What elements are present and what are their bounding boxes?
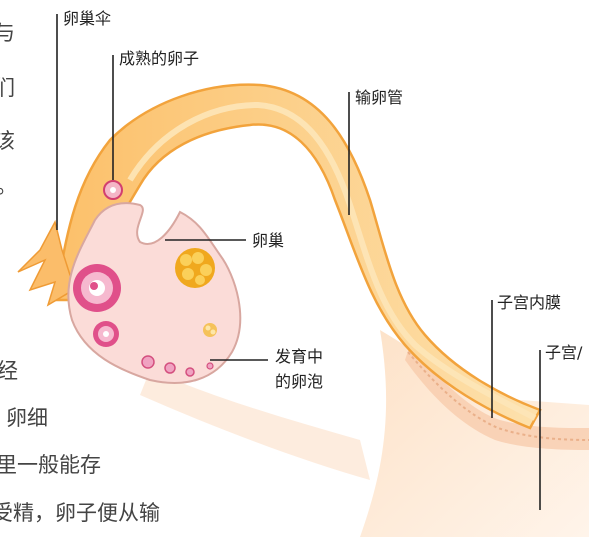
- label-oviduct: 输卵管: [355, 88, 403, 107]
- small-yellow-follicle: [203, 323, 217, 337]
- body-text-line: 经: [0, 359, 18, 383]
- left-edge-glyphs: 与 们 该 。: [0, 21, 17, 198]
- svg-text:们: 们: [0, 76, 15, 100]
- body-text-line: 里一般能存: [0, 453, 101, 477]
- small-follicle: [186, 368, 194, 376]
- svg-text:。: 。: [0, 174, 17, 198]
- label-follicle-line1: 发育中: [275, 347, 323, 366]
- small-follicle: [165, 363, 175, 373]
- body-text-line: 卵细: [6, 406, 48, 430]
- ovarian-ligament: [140, 370, 370, 480]
- small-follicle: [142, 356, 154, 368]
- large-follicle: [73, 264, 121, 312]
- body-text-line: 受精，卵子便从输: [0, 501, 160, 525]
- label-fimbriae: 卵巢伞: [63, 9, 111, 28]
- corpus-luteum: [175, 248, 215, 288]
- label-endometrium: 子宫内膜: [497, 293, 561, 312]
- mature-egg: [104, 181, 122, 199]
- medium-follicle: [93, 321, 119, 347]
- label-uterus: 子宫/: [545, 343, 583, 362]
- svg-text:与: 与: [0, 21, 15, 45]
- body-text-block: 经 卵细 里一般能存 受精，卵子便从输: [0, 359, 160, 525]
- label-mature-egg: 成熟的卵子: [119, 49, 199, 68]
- svg-text:该: 该: [0, 129, 15, 153]
- small-follicle: [207, 363, 213, 369]
- label-follicle-line2: 的卵泡: [275, 372, 323, 391]
- label-ovary: 卵巢: [252, 231, 284, 250]
